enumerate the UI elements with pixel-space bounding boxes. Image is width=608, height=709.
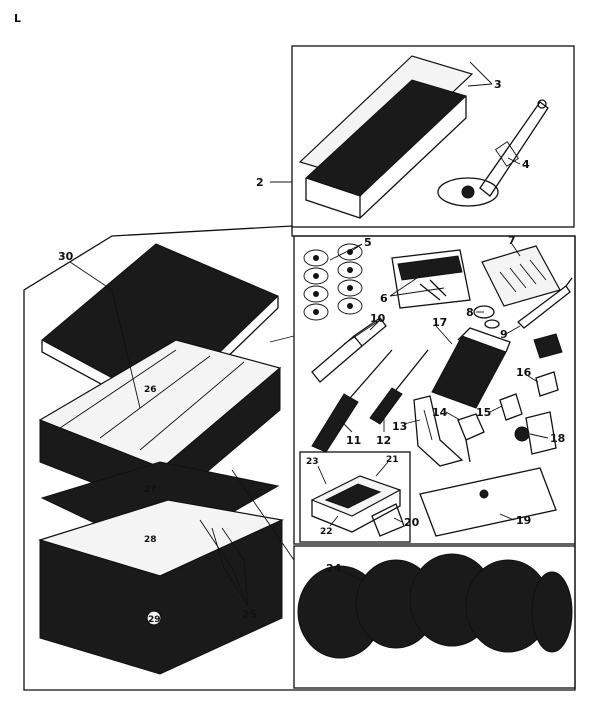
right-panel-frame <box>293 235 576 545</box>
attachment-arm <box>479 101 549 197</box>
label-21: 21 <box>386 455 399 465</box>
part-8-washers <box>473 305 500 329</box>
part-24-cam-set <box>297 553 573 659</box>
label-30: 30 <box>58 250 74 263</box>
part-14-foot <box>457 413 485 463</box>
part-16-foot <box>533 333 563 397</box>
label-23: 23 <box>306 457 319 467</box>
label-8: 8 <box>466 306 474 319</box>
label-29: 29 <box>148 615 161 625</box>
part-18-feed-cover <box>514 411 557 455</box>
label-17: 17 <box>432 316 447 329</box>
label-11: 11 <box>346 434 361 447</box>
label-12: 12 <box>376 434 391 447</box>
corner-mark: L <box>14 12 21 25</box>
label-16: 16 <box>516 366 532 379</box>
label-18: 18 <box>550 432 565 445</box>
attachment-disc <box>437 177 499 207</box>
inset-box-frame <box>299 451 411 543</box>
box-outlines <box>23 45 576 691</box>
part-7-needle-pack <box>481 245 561 307</box>
part-20-cam <box>371 503 405 537</box>
top-box-frame <box>291 45 575 228</box>
label-20: 20 <box>404 516 420 529</box>
label-22: 22 <box>320 527 333 537</box>
part-10-brush <box>311 317 387 383</box>
label-7: 7 <box>508 234 516 247</box>
part-9-needle <box>517 277 573 329</box>
part-5-bobbins <box>303 243 363 321</box>
part-21-23-case <box>310 475 402 533</box>
part-11-screwdriver <box>311 349 393 453</box>
part-12-screwdriver-small <box>369 349 429 425</box>
label-9: 9 <box>500 328 508 341</box>
label-15: 15 <box>476 406 491 419</box>
label-14: 14 <box>432 406 448 419</box>
part-6-bobbin-case <box>391 249 471 309</box>
label-5: 5 <box>364 236 372 249</box>
part-15-foot <box>499 393 523 421</box>
leader-lines <box>69 61 549 607</box>
part-labels: 2 3 4 5 6 7 8 9 10 11 12 13 14 15 16 17 … <box>58 78 565 625</box>
label-3: 3 <box>494 78 502 91</box>
label-25: 25 <box>242 608 257 621</box>
label-24: 24 <box>326 562 342 575</box>
part-17-buttonholer <box>431 327 511 409</box>
label-13: 13 <box>392 420 407 433</box>
part-29-base <box>37 499 285 675</box>
label-6: 6 <box>380 292 388 305</box>
bottom-panel-frame <box>293 545 576 689</box>
part-3-tray <box>298 55 474 219</box>
part-13-presser-foot <box>413 395 464 467</box>
label-19: 19 <box>516 514 531 527</box>
label-28: 28 <box>144 535 157 545</box>
part-19-plate <box>419 467 557 537</box>
label-26: 26 <box>144 385 157 395</box>
label-2: 2 <box>256 176 264 189</box>
label-10: 10 <box>370 312 386 325</box>
part-4-attachment <box>437 99 549 207</box>
label-27: 27 <box>144 485 157 495</box>
label-4: 4 <box>522 158 530 171</box>
